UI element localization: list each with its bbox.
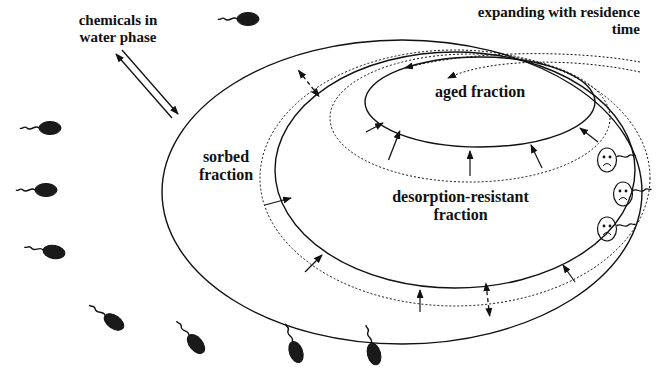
dotted-boundary <box>330 54 610 182</box>
inward-arrow <box>419 290 420 312</box>
exchange-connector <box>299 71 319 97</box>
bacterium <box>16 184 57 197</box>
inward-arrow <box>469 151 470 176</box>
bacterium <box>23 240 66 260</box>
inward-arrow <box>265 198 291 205</box>
stressed-bacterium <box>614 182 652 206</box>
fraction-label: sorbed fraction <box>186 148 266 184</box>
note-label: expanding with residence time <box>465 4 640 39</box>
fraction-ellipse: sorbed fractiondesorption-resistant frac… <box>162 40 642 344</box>
note-label: chemicals in water phase <box>62 12 174 47</box>
bacterium <box>218 13 259 26</box>
exchange-connector <box>486 283 490 316</box>
fraction-label: aged fraction <box>405 83 555 101</box>
ellipse-outline <box>365 57 595 147</box>
dotted-boundary <box>260 50 650 306</box>
stressed-bacterium <box>598 148 636 172</box>
inward-arrow <box>563 265 575 282</box>
inward-arrow <box>531 145 542 168</box>
bacterium <box>20 122 61 135</box>
exchange-connector <box>389 131 400 160</box>
ellipse-outline <box>365 57 595 147</box>
ellipse-outline <box>162 40 642 344</box>
bacterium <box>86 299 127 333</box>
fraction-ellipse: desorption-resistant fraction aged fracti… <box>275 52 635 288</box>
bacterium <box>360 323 383 366</box>
fraction-label: desorption-resistant fraction <box>373 188 548 224</box>
inward-arrow <box>305 255 322 272</box>
bacterium <box>172 317 208 357</box>
fraction-ellipse: aged fraction <box>365 57 595 147</box>
inward-arrow <box>580 128 598 142</box>
ellipse-outline <box>275 52 635 288</box>
exchange-arrow <box>122 50 178 114</box>
exchange-arrow <box>116 54 172 118</box>
